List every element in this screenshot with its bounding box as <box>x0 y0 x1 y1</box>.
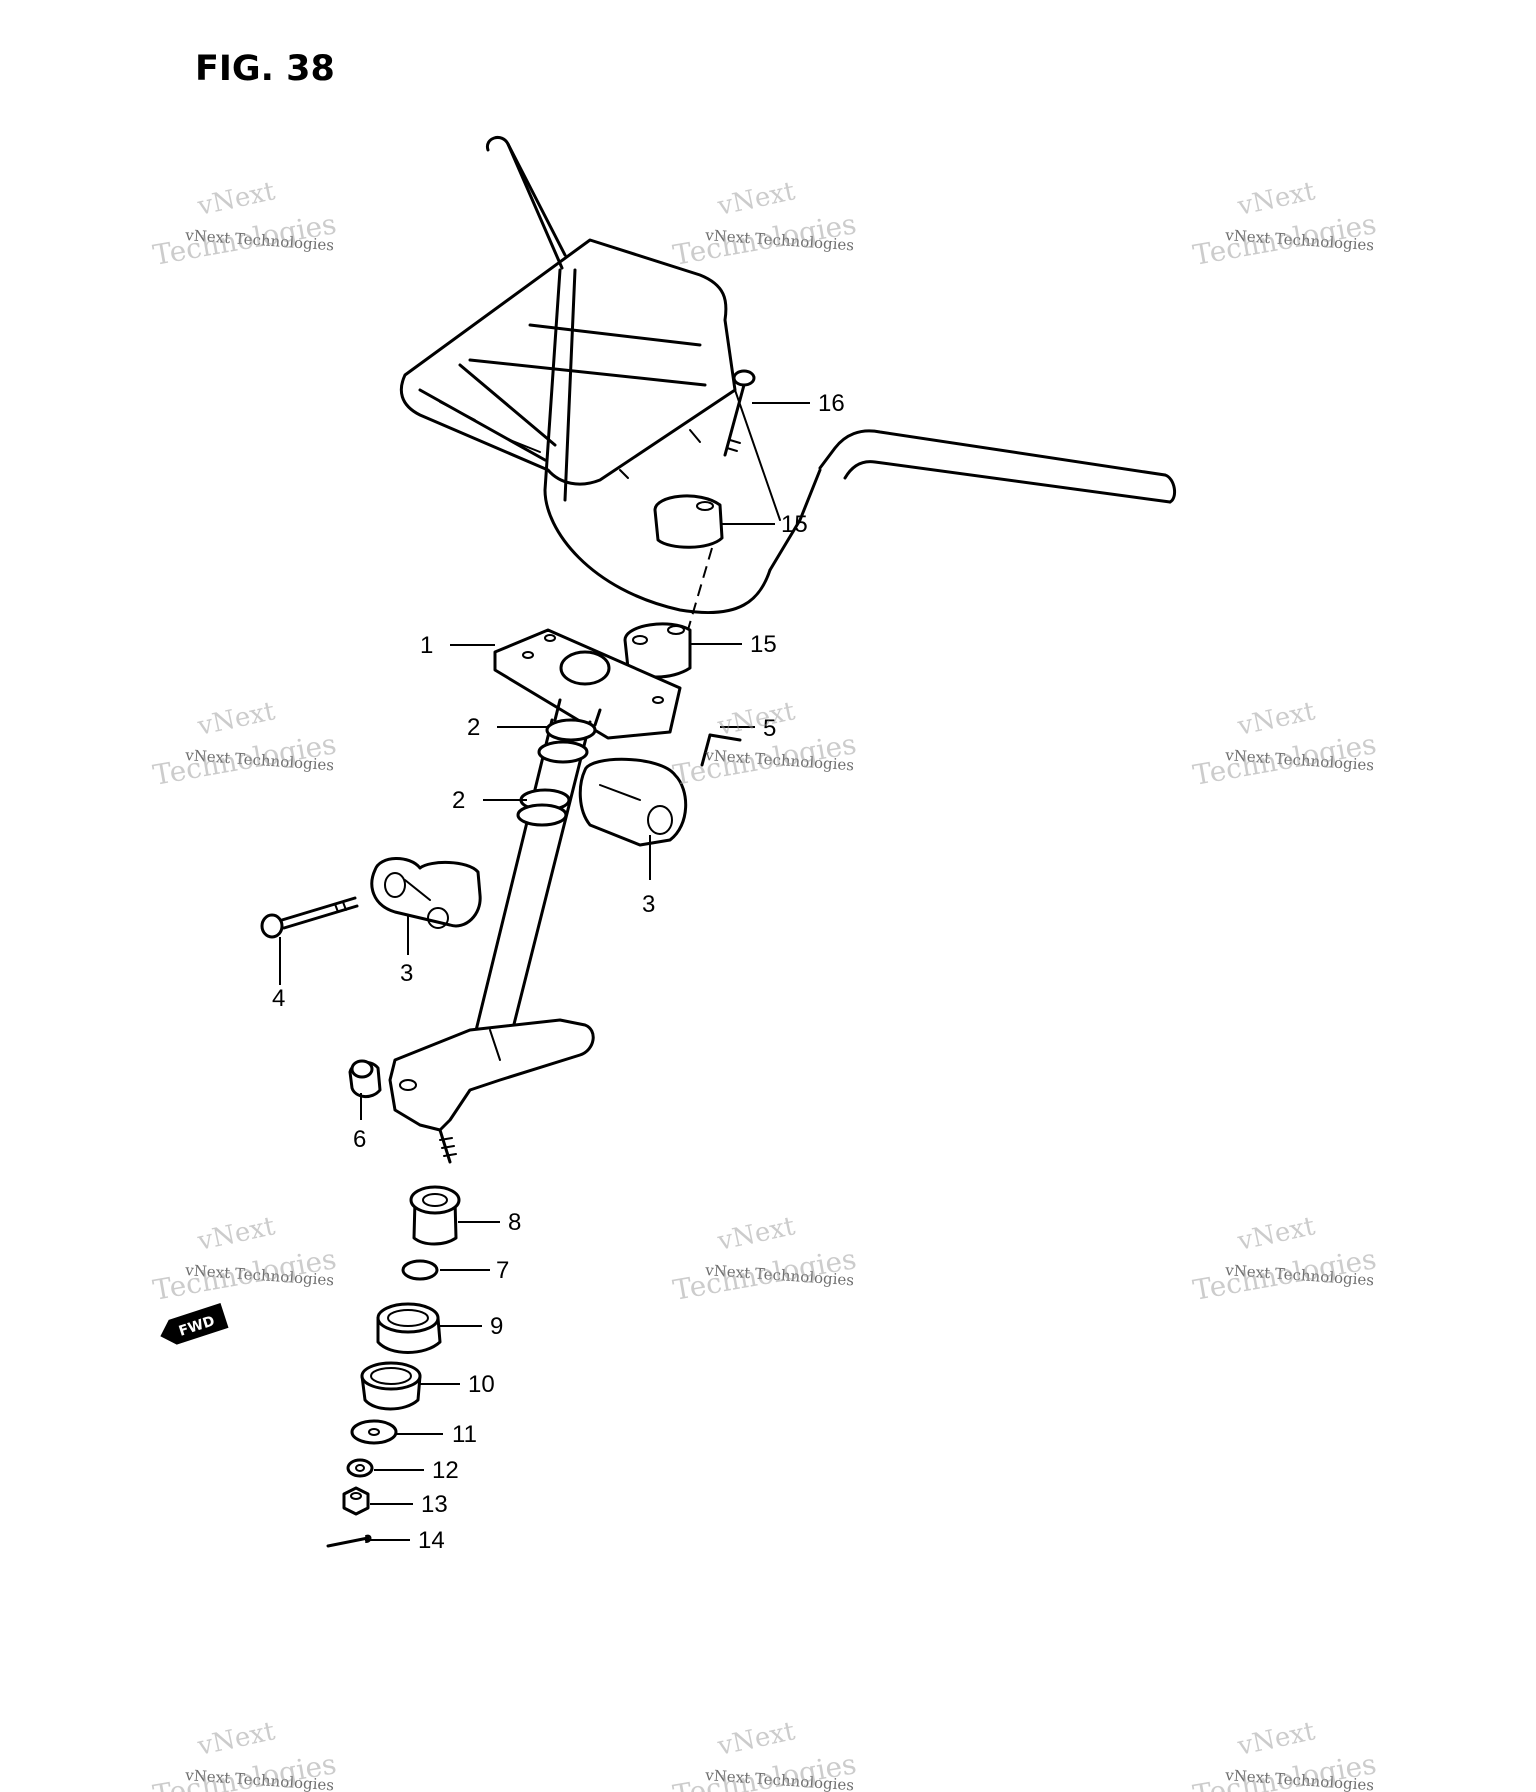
watermark-brand: vNext <box>194 696 278 742</box>
watermark-brand: vNext <box>1234 176 1318 222</box>
callout-3b: 3 <box>400 960 413 987</box>
callout-16: 16 <box>818 390 845 417</box>
callout-2b: 2 <box>452 787 465 814</box>
callout-11: 11 <box>452 1421 477 1448</box>
cotter-pin-14 <box>326 1534 372 1548</box>
callout-1: 1 <box>420 632 433 659</box>
washer-7 <box>401 1259 439 1281</box>
callout-4: 4 <box>272 985 285 1012</box>
handlebar-holder-upper <box>653 494 724 549</box>
callout-14: 14 <box>418 1527 445 1554</box>
watermark-line2: Technologies <box>1190 207 1378 272</box>
handlebar-rack-assembly <box>399 135 1177 615</box>
seal-9 <box>376 1302 442 1354</box>
callout-3a: 3 <box>642 891 655 918</box>
shaft-holder-right <box>578 757 688 847</box>
watermark-brand: vNext <box>714 176 798 222</box>
shaft-holder-left <box>370 857 482 929</box>
watermark-line2: Technologies <box>150 1242 338 1307</box>
watermark-brand: vNext <box>194 1211 278 1257</box>
bolt-16 <box>723 369 756 457</box>
watermark-line2: Technologies <box>1190 1242 1378 1307</box>
callout-13: 13 <box>421 1491 448 1518</box>
watermark-brand: vNext <box>714 1211 798 1257</box>
washer-11 <box>350 1419 398 1445</box>
bearing-10 <box>360 1361 422 1411</box>
callout-5: 5 <box>763 715 776 742</box>
figure-title: FIG. 38 <box>195 49 335 89</box>
callout-9: 9 <box>490 1313 503 1340</box>
callout-10: 10 <box>468 1371 495 1398</box>
bolt-4 <box>260 896 359 939</box>
watermark-brand: vNext <box>714 696 798 742</box>
callout-7: 7 <box>496 1257 509 1284</box>
cotter-pin-5 <box>700 733 742 767</box>
steering-shaft <box>388 718 597 1164</box>
fwd-arrow-badge: FWD <box>160 1303 229 1345</box>
leader-lines <box>279 402 810 1541</box>
callout-15b: 15 <box>750 631 777 658</box>
callout-15a: 15 <box>781 511 808 538</box>
watermark-line2: Technologies <box>670 207 858 272</box>
watermark-line2: Technologies <box>150 727 338 792</box>
watermark-brand: vNext <box>714 1716 798 1762</box>
callout-2a: 2 <box>467 714 480 741</box>
watermark-line2: Technologies <box>150 207 338 272</box>
washer-12 <box>346 1458 374 1478</box>
watermark-brand: vNext <box>194 1716 278 1762</box>
callout-labels: 1 2 2 3 3 4 5 6 7 8 9 10 11 12 13 14 15 … <box>272 390 845 1554</box>
watermark-brand: vNext <box>1234 1716 1318 1762</box>
watermark-line2: Technologies <box>1190 727 1378 792</box>
steering-bracket <box>493 628 682 740</box>
bushing-8 <box>409 1185 461 1246</box>
watermark-line2: Technologies <box>670 1242 858 1307</box>
watermark-brand: vNext <box>1234 1211 1318 1257</box>
callout-6: 6 <box>353 1126 366 1153</box>
callout-12: 12 <box>432 1457 459 1484</box>
watermark-brand: vNext <box>1234 696 1318 742</box>
nut-13 <box>342 1486 370 1516</box>
watermark-brand: vNext <box>194 176 278 222</box>
bushing-6 <box>348 1059 382 1098</box>
callout-8: 8 <box>508 1209 521 1236</box>
